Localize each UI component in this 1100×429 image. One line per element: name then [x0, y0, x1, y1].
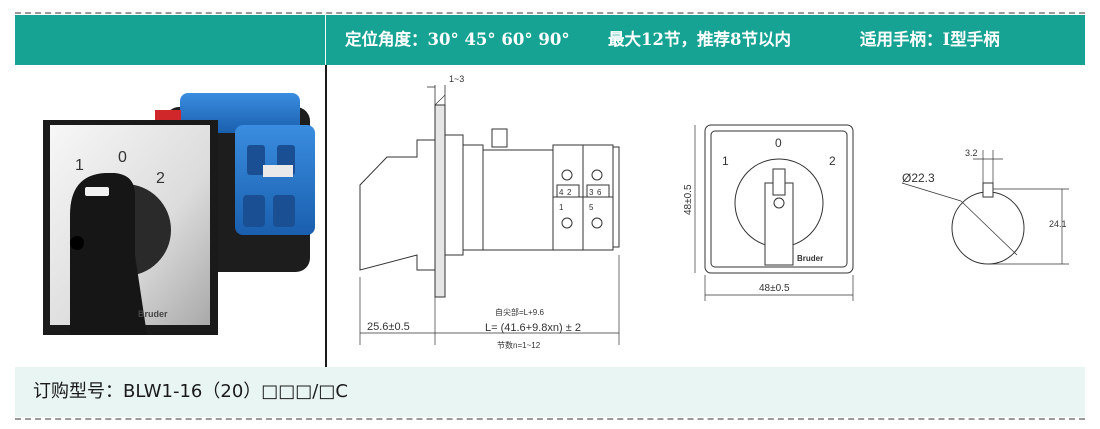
handle-indicator — [85, 187, 109, 196]
technical-drawing-panel: 1~3 4 2 3 6 1 5 — [327, 65, 1085, 367]
handle-hole — [70, 236, 84, 250]
terminal-label-6: 6 — [597, 188, 602, 197]
dim-cutout-height: 24.1 — [1049, 219, 1067, 229]
panel-divider — [325, 65, 327, 367]
terminal-label-3: 3 — [589, 188, 594, 197]
spec-angle: 定位角度：30° 45° 60° 90° — [345, 30, 570, 49]
photo-brand: Bruder — [138, 309, 168, 319]
dim-front-depth: 25.6±0.5 — [367, 321, 410, 333]
front-label-1: 1 — [722, 154, 729, 168]
bottom-dashed-rule — [15, 418, 1085, 420]
front-view-drawing: 0 1 2 Bruder 48±0.5 48±0.5 — [683, 124, 854, 301]
dim-cutout-diameter: Ø22.3 — [902, 171, 935, 185]
terminal-label-2: 2 — [567, 188, 572, 197]
product-photo-panel: 1 0 2 Bruder — [15, 65, 325, 367]
dim-small-length: 自尖部=L+9.6 — [495, 307, 544, 317]
technical-drawings: 1~3 4 2 3 6 1 5 — [359, 74, 1069, 350]
dim-panel-thickness: 1~3 — [449, 74, 464, 84]
spec-handle: 适用手柄：I型手柄 — [860, 30, 1000, 49]
photo-label-0: 0 — [118, 149, 127, 166]
product-photo: 1 0 2 Bruder — [43, 93, 315, 335]
top-dashed-rule — [15, 12, 1085, 14]
side-view-drawing: 1~3 4 2 3 6 1 5 — [359, 74, 620, 350]
order-code: 订购型号：BLW1-16（20）□□□/□C — [33, 381, 348, 402]
rotary-handle — [70, 173, 147, 335]
spec-sections: 最大12节，推荐8节以内 — [608, 30, 791, 49]
terminal-label-1: 1 — [559, 203, 564, 212]
panel-cutout-drawing: Ø22.3 3.2 24.1 — [901, 148, 1069, 265]
spec-banner: 定位角度：30° 45° 60° 90° 最大12节，推荐8节以内 适用手柄：I… — [15, 15, 1085, 65]
photo-label-2: 2 — [156, 170, 165, 187]
dim-overall-length: L= (41.6+9.8xn) ± 2 — [485, 322, 581, 334]
terminal-label-5: 5 — [589, 203, 594, 212]
dim-front-width: 48±0.5 — [759, 283, 790, 294]
front-brand: Bruder — [797, 254, 823, 263]
front-label-0: 0 — [775, 136, 782, 150]
terminal-label-4: 4 — [559, 188, 564, 197]
dim-sections-range: 节数n=1~12 — [497, 340, 541, 350]
dim-key-width: 3.2 — [965, 148, 978, 158]
order-code-bar: 订购型号：BLW1-16（20）□□□/□C — [15, 367, 1085, 417]
dim-front-height: 48±0.5 — [683, 184, 694, 215]
front-label-2: 2 — [829, 154, 836, 168]
banner-divider — [325, 15, 326, 65]
photo-label-1: 1 — [75, 157, 84, 174]
